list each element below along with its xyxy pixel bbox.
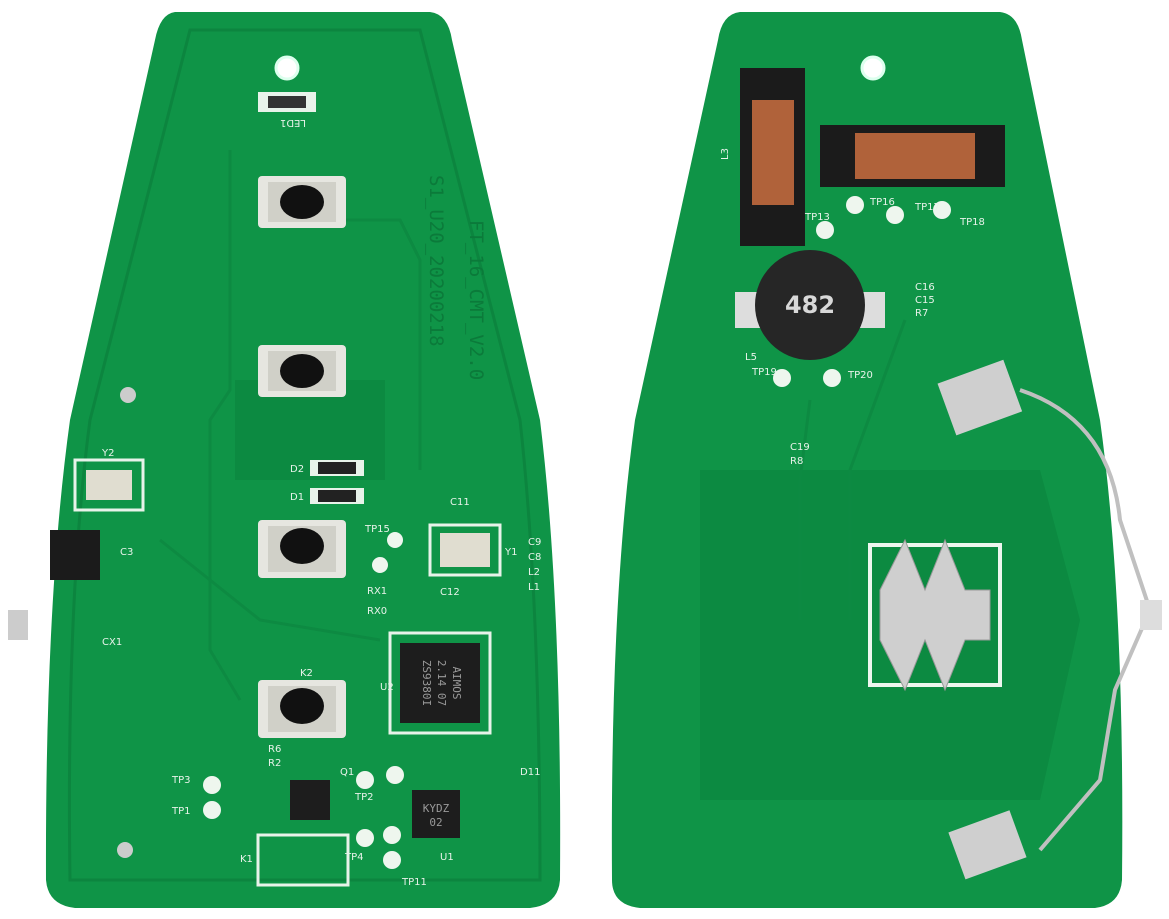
- component-label: CX1: [102, 637, 122, 648]
- board-revision-text: FT_16_CMT_V2.0: [465, 220, 487, 380]
- component-label: TP17: [914, 202, 940, 213]
- led: LED1: [258, 92, 316, 128]
- component-label: L2: [528, 567, 540, 578]
- ic-chip: KYDZ 02 U1: [412, 790, 460, 863]
- component-label: Y2: [101, 448, 114, 459]
- component-label: K1: [240, 854, 253, 865]
- inductor-marking: 482: [785, 291, 835, 319]
- component-label: RX1: [367, 586, 387, 597]
- right-pcb-board: L3 482 L5 TP13 TP16 TP17 TP18 TP19 TP20 …: [611, 12, 1162, 908]
- mounting-hole: [274, 55, 300, 81]
- chip-marking: KYDZ: [423, 802, 450, 815]
- board-revision-text: S1_U20_20200218: [425, 175, 447, 347]
- component-label: L1: [528, 582, 540, 593]
- chip-marking: 02: [429, 816, 442, 829]
- component-label: TP1: [171, 806, 191, 817]
- component-label: TP11: [401, 877, 427, 888]
- component-label: C15: [915, 295, 935, 306]
- component-label: C9: [528, 537, 541, 548]
- component-label: U1: [440, 852, 454, 863]
- component-label: L3: [720, 148, 731, 160]
- component-label: R2: [268, 758, 281, 769]
- component-label: C12: [440, 587, 460, 598]
- component-label: D11: [520, 767, 540, 778]
- chip-marking: AIMOS: [450, 666, 463, 699]
- component-label: R8: [790, 456, 803, 467]
- component-label: RX0: [367, 606, 387, 617]
- component-label: D1: [290, 492, 304, 503]
- test-points: [773, 196, 951, 387]
- component-label: C8: [528, 552, 541, 563]
- coil-l3: L3: [720, 68, 805, 246]
- component-label: TP16: [869, 197, 895, 208]
- coil-antenna: [820, 125, 1005, 187]
- component-label: TP19: [751, 367, 777, 378]
- crystal-y2: Y2: [73, 448, 145, 512]
- component-label: R7: [915, 308, 928, 319]
- component-label: Y1: [504, 547, 517, 558]
- component-label: K2: [300, 668, 313, 679]
- component-label: TP18: [959, 217, 985, 228]
- component-label: TP15: [364, 524, 390, 535]
- tactile-button[interactable]: [258, 520, 346, 578]
- led-label: LED1: [280, 117, 306, 128]
- component-label: TP2: [354, 792, 374, 803]
- battery-contact: [8, 610, 28, 640]
- crystal-y1: Y1: [428, 523, 517, 577]
- component-label: R6: [268, 744, 281, 755]
- component-label: TP3: [171, 775, 191, 786]
- left-pcb-board: LED1 S1_U20_20200218 FT_16_CMT_V2.0 D2 D…: [8, 12, 561, 908]
- mcu-chip: AIMOS 2.14 07 ZS9380I U2: [380, 631, 492, 735]
- component-label: Q1: [340, 767, 354, 778]
- component-label: C16: [915, 282, 935, 293]
- tactile-button[interactable]: [258, 680, 346, 738]
- battery-clip-wire: [1019, 388, 1153, 852]
- component-label: TP4: [344, 852, 364, 863]
- component-label: C3: [120, 547, 133, 558]
- chip-marking: 2.14 07: [435, 660, 448, 706]
- component-label: TP13: [804, 212, 830, 223]
- test-points: [203, 532, 404, 869]
- component-label: TP20: [847, 370, 873, 381]
- component-label: D2: [290, 464, 304, 475]
- component-label: L5: [745, 352, 757, 363]
- battery-contact-spring: [868, 538, 1002, 692]
- tactile-button[interactable]: [258, 176, 346, 228]
- component-label: C11: [450, 497, 470, 508]
- chip-marking: ZS9380I: [420, 660, 433, 706]
- mounting-hole: [860, 55, 886, 81]
- component-label: C19: [790, 442, 810, 453]
- inductor-l5: 482 L5: [735, 250, 885, 363]
- component-label: U2: [380, 682, 394, 693]
- tactile-button[interactable]: [258, 345, 346, 397]
